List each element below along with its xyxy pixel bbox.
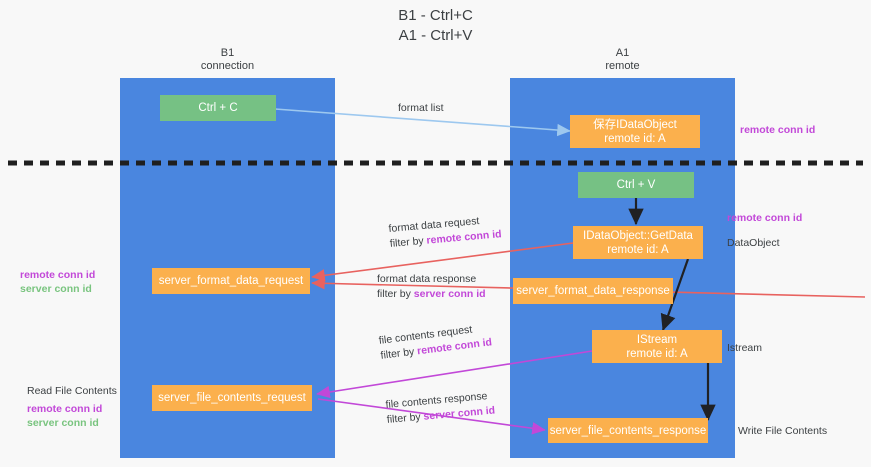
arrow-format-list [274, 108, 571, 137]
filter-prefix: filter by [379, 345, 418, 362]
right-label-write-file-contents: Write File Contents [738, 425, 828, 437]
column-header-a1: A1 remote [605, 47, 640, 72]
node-server-format-data-request[interactable]: server_format_data_request [152, 268, 310, 294]
arrow-file-contents-request [316, 350, 593, 399]
left-label-remote-conn-id-mid: remote conn id [20, 269, 96, 281]
node-ctrl-c[interactable]: Ctrl + C [160, 95, 276, 121]
node-istream[interactable]: IStream remote id: A [592, 330, 722, 363]
arrow-getdata-istream [660, 258, 690, 332]
left-label-read-file-contents: Read File Contents [27, 385, 117, 397]
node-idataobject-getdata[interactable]: IDataObject::GetData remote id: A [573, 226, 703, 259]
right-label-istream: Istream [727, 342, 763, 354]
left-label-server-conn-id-bottom: server conn id [27, 417, 99, 429]
arrow-format-data-request [311, 242, 574, 282]
right-label-remote-conn-id-top: remote conn id [740, 124, 816, 136]
edge-label-format-data-response-filter: filter by server conn id [377, 287, 486, 302]
column-header-b1: B1 connection [200, 47, 255, 72]
node-ctrl-v[interactable]: Ctrl + V [578, 172, 694, 198]
filter-prefix: filter by [386, 410, 425, 426]
arrow-file-contents-response [317, 398, 546, 435]
node-save-idataobject[interactable]: 保存IDataObject remote id: A [570, 115, 700, 148]
filter-key-server-conn-id: server conn id [413, 288, 486, 300]
left-label-remote-conn-id-bottom: remote conn id [27, 403, 103, 415]
node-server-format-data-response[interactable]: server_format_data_response [513, 278, 673, 304]
right-label-data-object: DataObject [727, 237, 780, 249]
edge-label-format-list: format list [398, 102, 444, 114]
node-server-file-contents-request[interactable]: server_file_contents_request [152, 385, 312, 411]
edge-label-format-data-response: format data response [377, 273, 477, 285]
filter-prefix: filter by [389, 234, 428, 250]
edge-label-format-data-response-group: format data response filter by server co… [377, 272, 486, 302]
node-server-file-contents-response[interactable]: server_file_contents_response [548, 418, 708, 443]
right-label-remote-conn-id-mid: remote conn id [727, 212, 803, 224]
page-title: B1 - Ctrl+C A1 - Ctrl+V [398, 7, 473, 44]
left-label-server-conn-id-mid: server conn id [20, 283, 92, 295]
filter-prefix: filter by [377, 288, 414, 300]
